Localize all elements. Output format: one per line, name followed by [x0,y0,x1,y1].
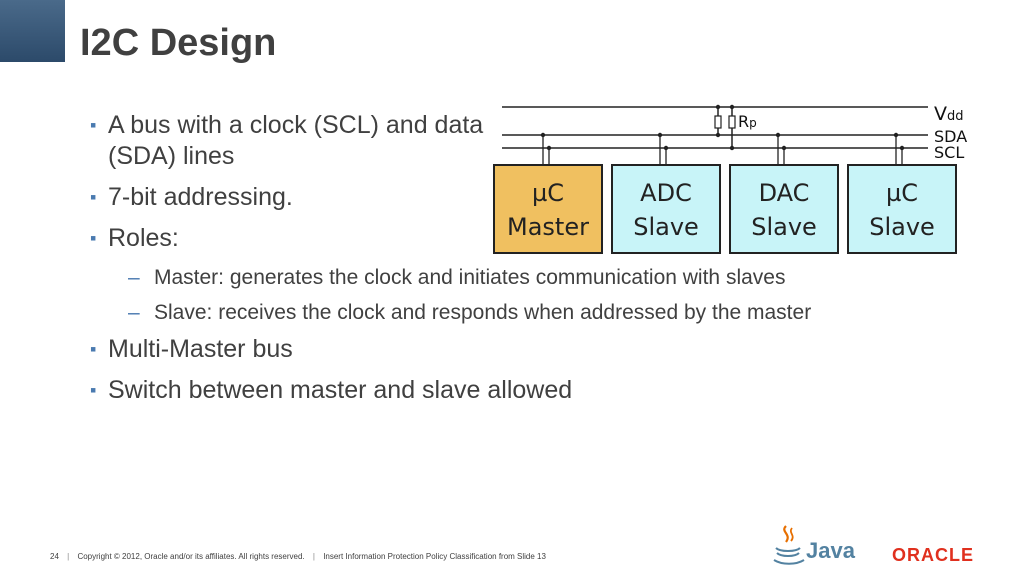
bullet-marker: ▪ [90,187,97,207]
slide-footer: 24 | Copyright © 2012, Oracle and/or its… [50,552,546,561]
box-line2: Master [507,213,589,241]
slide-title: I2C Design [80,22,277,64]
box-line1: ADC [640,179,692,207]
bullet-list: ▪ A bus with a clock (SCL) and data (SDA… [86,110,946,416]
bullet-text: 7-bit addressing. [108,183,293,211]
box-rect [611,164,721,254]
sub-bullet-item: – Master: generates the clock and initia… [128,264,946,291]
classification-text: Insert Information Protection Policy Cla… [323,552,546,561]
resistor-sda [714,115,722,129]
bullet-item: ▪ Switch between master and slave allowe… [86,375,946,406]
corner-accent-block [0,0,65,62]
rp-label: Rp [738,112,757,131]
box-rect [847,164,957,254]
box-rect [493,164,603,254]
copyright-text: Copyright © 2012, Oracle and/or its affi… [77,552,305,561]
bullet-text: Roles: [108,224,179,252]
java-steam-icon [783,525,789,543]
bullet-text: A bus with a clock (SCL) and data (SDA) … [108,111,484,170]
bullet-text: Multi-Master bus [108,335,293,363]
device-box-master: µC Master [493,164,603,254]
sub-bullet-marker: – [128,266,140,289]
bullet-item: ▪ A bus with a clock (SCL) and data (SDA… [86,110,498,172]
box-line1: µC [532,179,564,207]
box-line1: µC [886,179,918,207]
footer-divider: | [67,552,70,561]
device-box-uc-slave: µC Slave [847,164,957,254]
java-wordmark: Java [806,538,856,563]
bullet-item: ▪ Multi-Master bus [86,334,946,365]
java-logo: Java [773,525,856,565]
sub-bullet-item: – Slave: receives the clock and responds… [128,299,914,326]
device-box-dac: DAC Slave [729,164,839,254]
bullet-marker: ▪ [90,380,97,400]
bullet-marker: ▪ [90,339,97,359]
java-cup-icon [775,547,801,552]
device-taps [540,132,905,164]
box-line1: DAC [759,179,810,207]
box-line2: Slave [633,213,699,241]
bullet-marker: ▪ [90,115,97,135]
box-rect [729,164,839,254]
sda-label: SDA [934,127,967,146]
device-box-adc: ADC Slave [611,164,721,254]
bullet-item: ▪ 7-bit addressing. [86,182,946,213]
scl-label: SCL [934,143,964,162]
box-line2: Slave [751,213,817,241]
bullet-item: ▪ Roles: [86,223,946,254]
bullet-marker: ▪ [90,228,97,248]
sub-bullet-text: Slave: receives the clock and responds w… [154,301,812,324]
oracle-logo: ORACLE [892,545,974,565]
page-number: 24 [50,552,59,561]
sub-bullet-text: Master: generates the clock and initiate… [154,266,786,289]
pull-up-resistors [714,104,736,151]
sub-bullet-marker: – [128,301,140,324]
bullet-text: Switch between master and slave allowed [108,376,573,404]
footer-divider: | [312,552,315,561]
vdd-label: Vdd [934,103,964,125]
box-line2: Slave [869,213,935,241]
resistor-scl [728,115,736,129]
i2c-bus-diagram: Vdd SDA SCL Rp µC Master ADC Slave DAC S… [493,103,967,254]
